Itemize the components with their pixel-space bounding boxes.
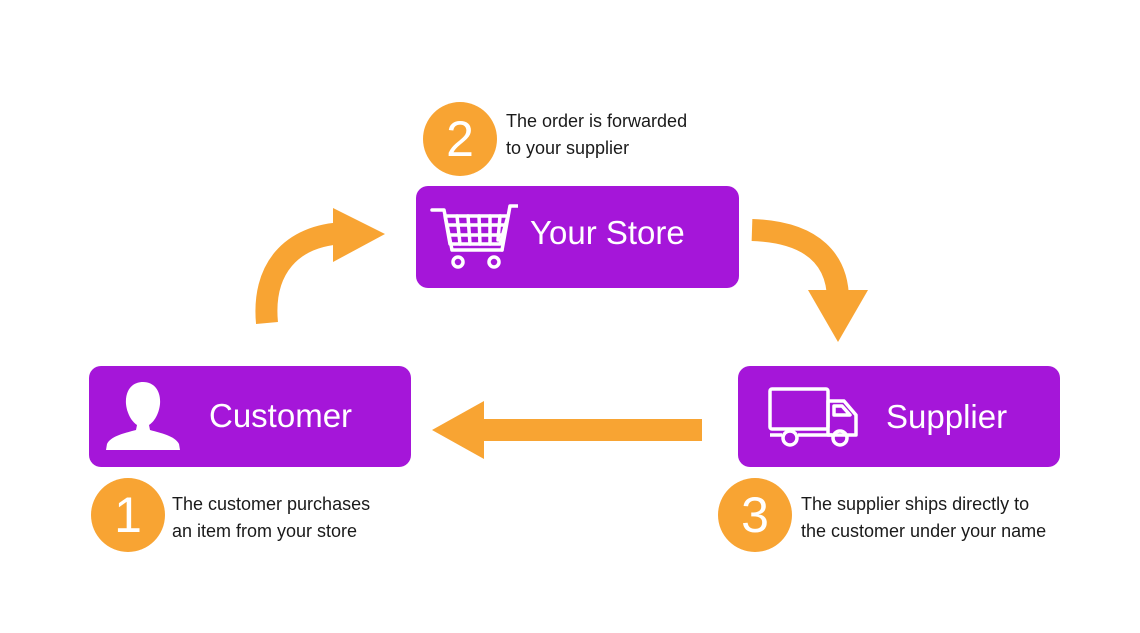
caption-line: to your supplier [506, 138, 630, 158]
step-badge-1: 1 [91, 478, 165, 552]
arrow-supplier-to-customer [432, 401, 702, 459]
node-label: Supplier [886, 398, 1008, 435]
node-label: Customer [209, 397, 353, 434]
node-customer: Customer [89, 366, 411, 467]
step-badge-2: 2 [423, 102, 497, 176]
node-supplier: Supplier [738, 366, 1060, 467]
delivery-truck-icon [768, 385, 860, 454]
person-icon [103, 378, 183, 457]
shopping-cart-icon [430, 202, 520, 277]
caption-line: an item from your store [172, 521, 358, 541]
caption-line: The customer purchases [172, 494, 371, 514]
arrow-customer-to-store [255, 208, 385, 325]
caption-line: The order is forwarded [506, 111, 688, 131]
arrow-store-to-supplier [751, 219, 868, 342]
node-label: Your Store [530, 214, 685, 251]
caption-line: the customer under your name [801, 521, 1047, 541]
step-caption-3: The supplier ships directly to the custo… [801, 491, 1046, 545]
step-caption-1: The customer purchases an item from your… [172, 491, 370, 545]
caption-line: The supplier ships directly to [801, 494, 1030, 514]
node-your-store: Your Store [416, 186, 739, 288]
step-badge-3: 3 [718, 478, 792, 552]
step-caption-2: The order is forwarded to your supplier [506, 108, 687, 162]
